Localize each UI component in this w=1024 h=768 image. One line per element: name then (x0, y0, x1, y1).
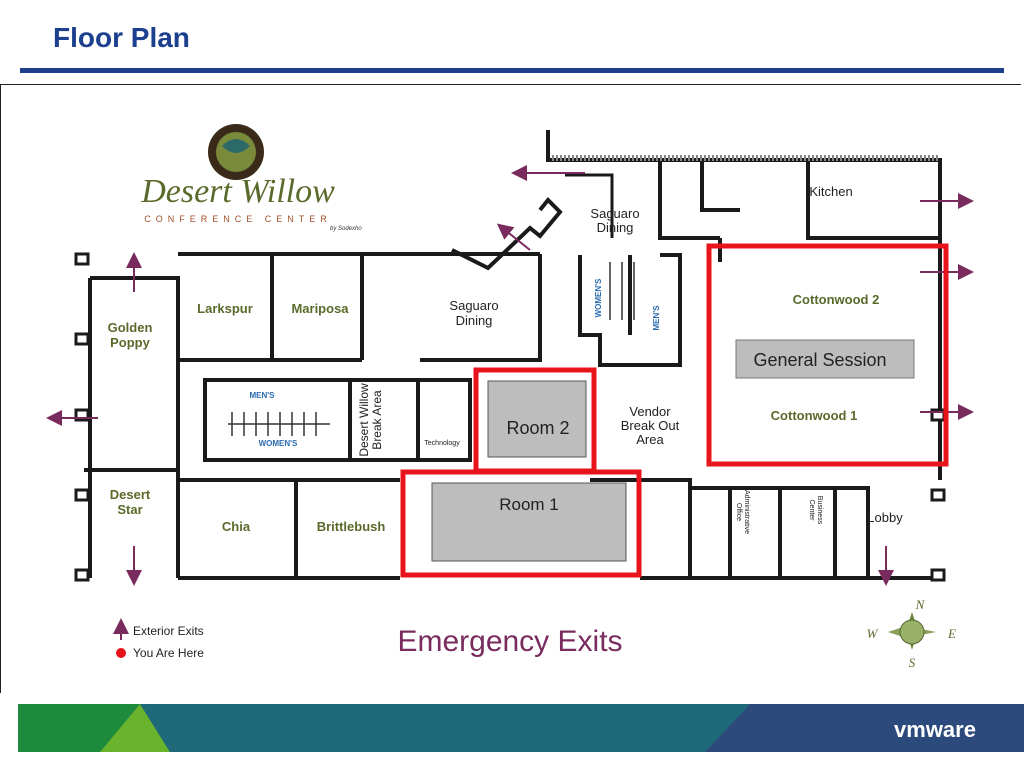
highlight-frames (400, 243, 949, 578)
legend-you-are-here: You Are Here (133, 646, 204, 660)
you-are-here-icon (116, 648, 126, 658)
room-cottonwood-1: Cottonwood 1 (771, 408, 858, 423)
room-larkspur: Larkspur (197, 301, 253, 316)
restroom-mens-west: MEN'S (249, 391, 275, 400)
svg-text:Room 1: Room 1 (499, 495, 559, 514)
room2-overlay: Room 2 (487, 380, 587, 458)
room1-highlight (400, 469, 642, 578)
room1-overlay: Room 1 (431, 482, 627, 562)
legend-exterior-exits: Exterior Exits (133, 624, 204, 638)
room-business-center: BusinessCenter (808, 496, 823, 525)
general-session-highlight (706, 243, 949, 467)
svg-text:General Session: General Session (753, 350, 886, 370)
restroom-womens-east: WOMEN'S (594, 278, 603, 317)
exit-arrow-icon (496, 223, 531, 251)
restroom-mens-east: MEN'S (652, 305, 661, 331)
logo-by: by Sodexho (330, 226, 362, 232)
room-admin-office: AdministrativeOffice (735, 490, 750, 534)
room-break-area: Desert WillowBreak Area (357, 383, 384, 457)
restroom-fixtures (228, 262, 635, 436)
compass-icon: N S E W (867, 597, 956, 670)
room-kitchen: Kitchen (809, 184, 852, 199)
column-markers (74, 252, 946, 582)
svg-text:W: W (867, 626, 879, 641)
svg-text:S: S (909, 655, 916, 670)
room-cottonwood-2: Cottonwood 2 (793, 292, 880, 307)
svg-text:N: N (915, 597, 926, 612)
logo-subtitle: CONFERENCE CENTER (144, 214, 332, 224)
title-rule (20, 68, 1004, 73)
svg-text:E: E (947, 626, 956, 641)
room-technology: Technology (424, 440, 460, 447)
map-frame (0, 84, 1021, 693)
room-chia: Chia (222, 519, 251, 534)
general-session-overlay: General Session (735, 339, 915, 379)
room-lobby: Lobby (867, 510, 903, 525)
legend: Exterior Exits You Are Here (113, 618, 204, 660)
room-mariposa: Mariposa (291, 301, 349, 316)
exit-arrows (46, 165, 974, 586)
logo: Desert Willow CONFERENCE CENTER by Sodex… (140, 124, 362, 232)
vmware-logo: vmware (894, 717, 976, 742)
svg-text:Room 2: Room 2 (506, 418, 569, 438)
room-brittlebush: Brittlebush (317, 519, 386, 534)
logo-name: Desert Willow (140, 173, 335, 210)
restroom-womens-west: WOMEN'S (259, 439, 298, 448)
emergency-exits-heading: Emergency Exits (397, 625, 622, 658)
page-title: Floor Plan (53, 22, 190, 53)
footer-band: vmware (18, 704, 1024, 752)
